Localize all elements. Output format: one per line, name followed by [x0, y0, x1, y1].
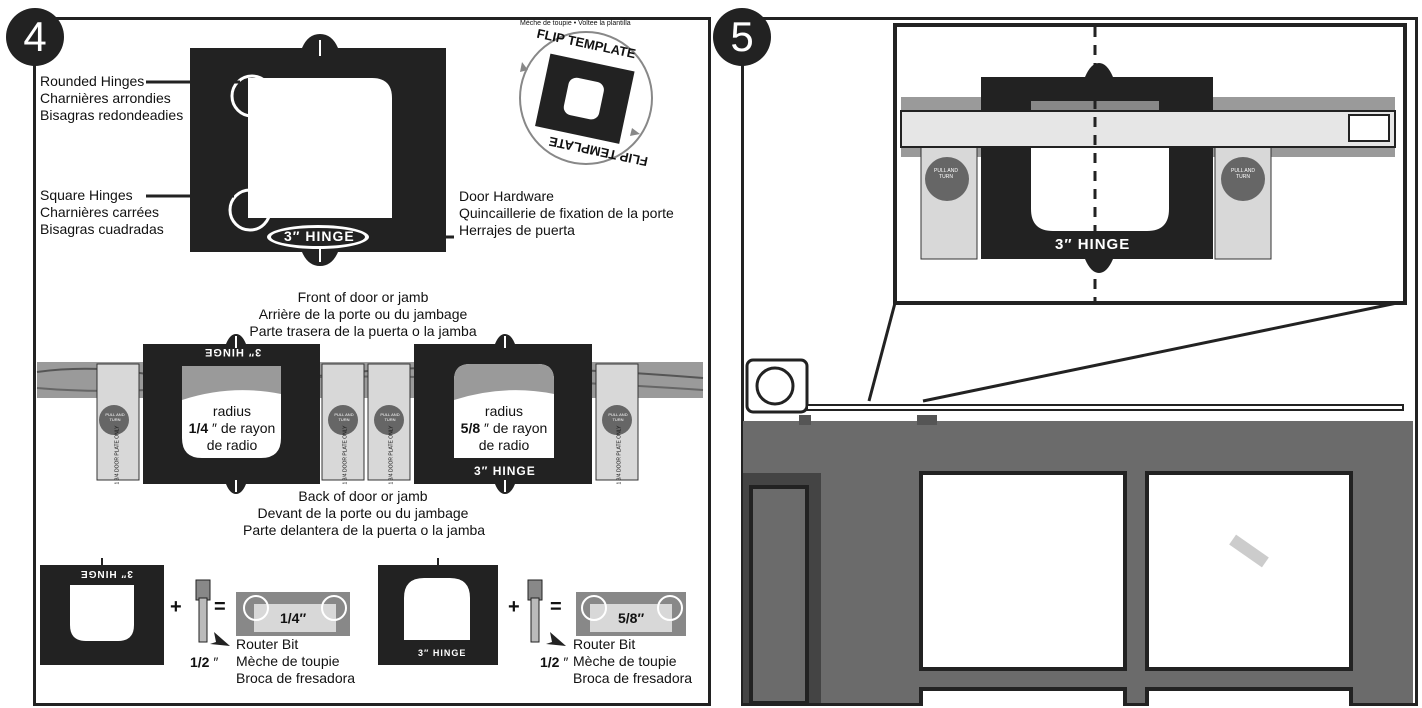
cut-strip-right: [576, 592, 686, 636]
left-template-upside-label: 3″ HINGE: [204, 346, 262, 358]
equals-sign-left: =: [214, 596, 226, 618]
router-bit-left: [195, 579, 211, 643]
cut-size-right: 5/8″: [618, 610, 645, 626]
router-bit-right: [527, 579, 543, 643]
door: [743, 421, 1413, 706]
small-template-left: [40, 558, 164, 665]
step-4-illustration: [36, 31, 704, 665]
template-hinge-label: 3″ HINGE: [284, 228, 355, 244]
plate-text-2: 1 3/4 DOOR PLATE ONLY: [342, 425, 349, 485]
plus-sign-left: +: [170, 596, 182, 618]
step-5-number: 5: [713, 8, 771, 66]
plate-text-3: 1 3/4 DOOR PLATE ONLY: [388, 425, 395, 485]
hinge-template-large: [190, 34, 446, 266]
zoom-pull-turn-right[interactable]: PULL AND TURN: [1231, 168, 1255, 180]
cut-size-left: 1/4″: [280, 610, 307, 626]
right-radius-label: radius 5/8 ″ de rayon de radio: [460, 403, 548, 453]
flip-template-icon: [519, 31, 653, 165]
template-pair-left: [96, 334, 365, 494]
left-radius-label: radius 1/4 ″ de rayon de radio: [188, 403, 276, 453]
small-left-template-label: 3″ HINGE: [80, 568, 133, 579]
flip-template-small-text: Mèche de toupie • Voltee la plantilla: [520, 20, 631, 27]
step-5-illustration: [743, 23, 1413, 706]
equals-sign-right: =: [550, 596, 562, 618]
right-template-label: 3″ HINGE: [474, 464, 536, 478]
cut-strip-left: [236, 592, 350, 636]
small-template-right: [378, 558, 498, 665]
zoom-pull-turn-left[interactable]: PULL AND TURN: [934, 168, 958, 180]
small-right-template-label: 3″ HINGE: [418, 648, 467, 658]
zoom-template: [900, 27, 1396, 301]
step-4-number: 4: [6, 8, 64, 66]
tape-measure: [745, 358, 1404, 425]
zoom-template-label: 3″ HINGE: [1055, 236, 1131, 253]
plate-text-4: 1 3/4 DOOR PLATE ONLY: [616, 425, 623, 485]
router-bit-right-size: 1/2 ″: [540, 654, 569, 670]
pull-turn-knob-1[interactable]: PULL AND TURN: [105, 412, 125, 422]
plus-sign-right: +: [508, 596, 520, 618]
pull-turn-knob-3[interactable]: PULL AND TURN: [380, 412, 400, 422]
template-pair-right: [367, 334, 639, 494]
plate-text-1: 1 3/4 DOOR PLATE ONLY: [114, 425, 121, 485]
pull-turn-knob-4[interactable]: PULL AND TURN: [608, 412, 628, 422]
router-bit-left-size: 1/2 ″: [190, 654, 219, 670]
pull-turn-knob-2[interactable]: PULL AND TURN: [334, 412, 354, 422]
